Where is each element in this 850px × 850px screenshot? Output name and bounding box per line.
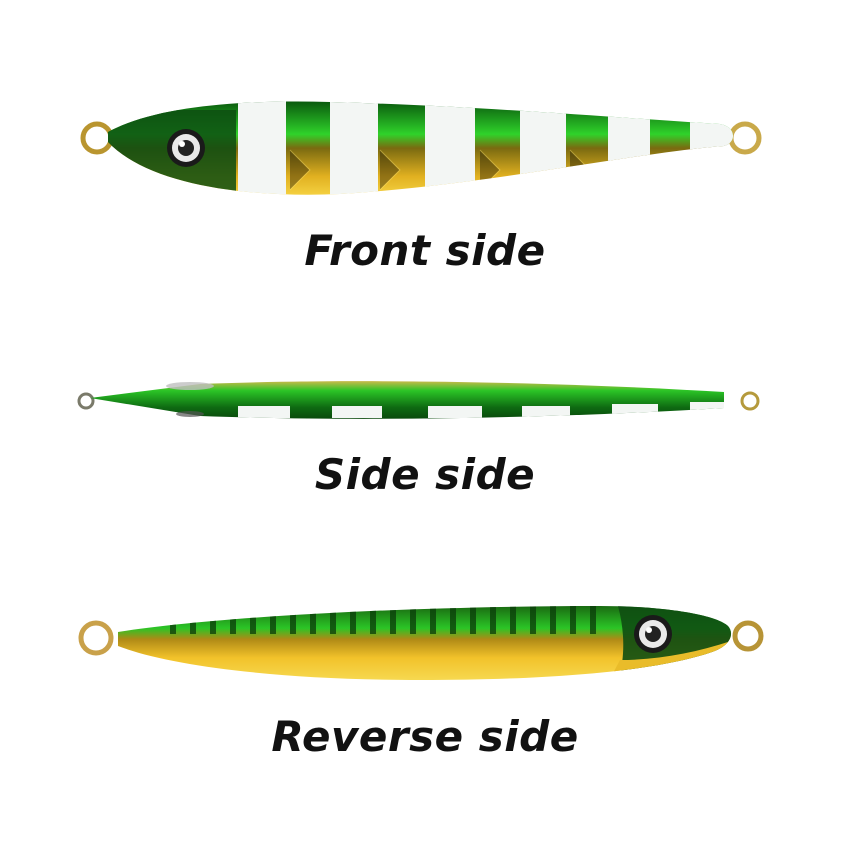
fishing-jig-front-icon: [0, 90, 850, 210]
split-ring-left: [81, 623, 111, 653]
caption-front-side: Front side: [0, 226, 850, 275]
split-ring-left: [79, 394, 93, 408]
split-ring-right: [742, 393, 758, 409]
caption-reverse-side: Reverse side: [0, 712, 850, 761]
fishing-jig-reverse-icon: [0, 588, 850, 698]
caption-side-side: Side side: [0, 450, 850, 499]
split-ring-right: [735, 623, 761, 649]
split-ring-left: [83, 124, 111, 152]
fishing-jig-side-icon: [0, 370, 850, 430]
split-ring-right: [731, 124, 759, 152]
